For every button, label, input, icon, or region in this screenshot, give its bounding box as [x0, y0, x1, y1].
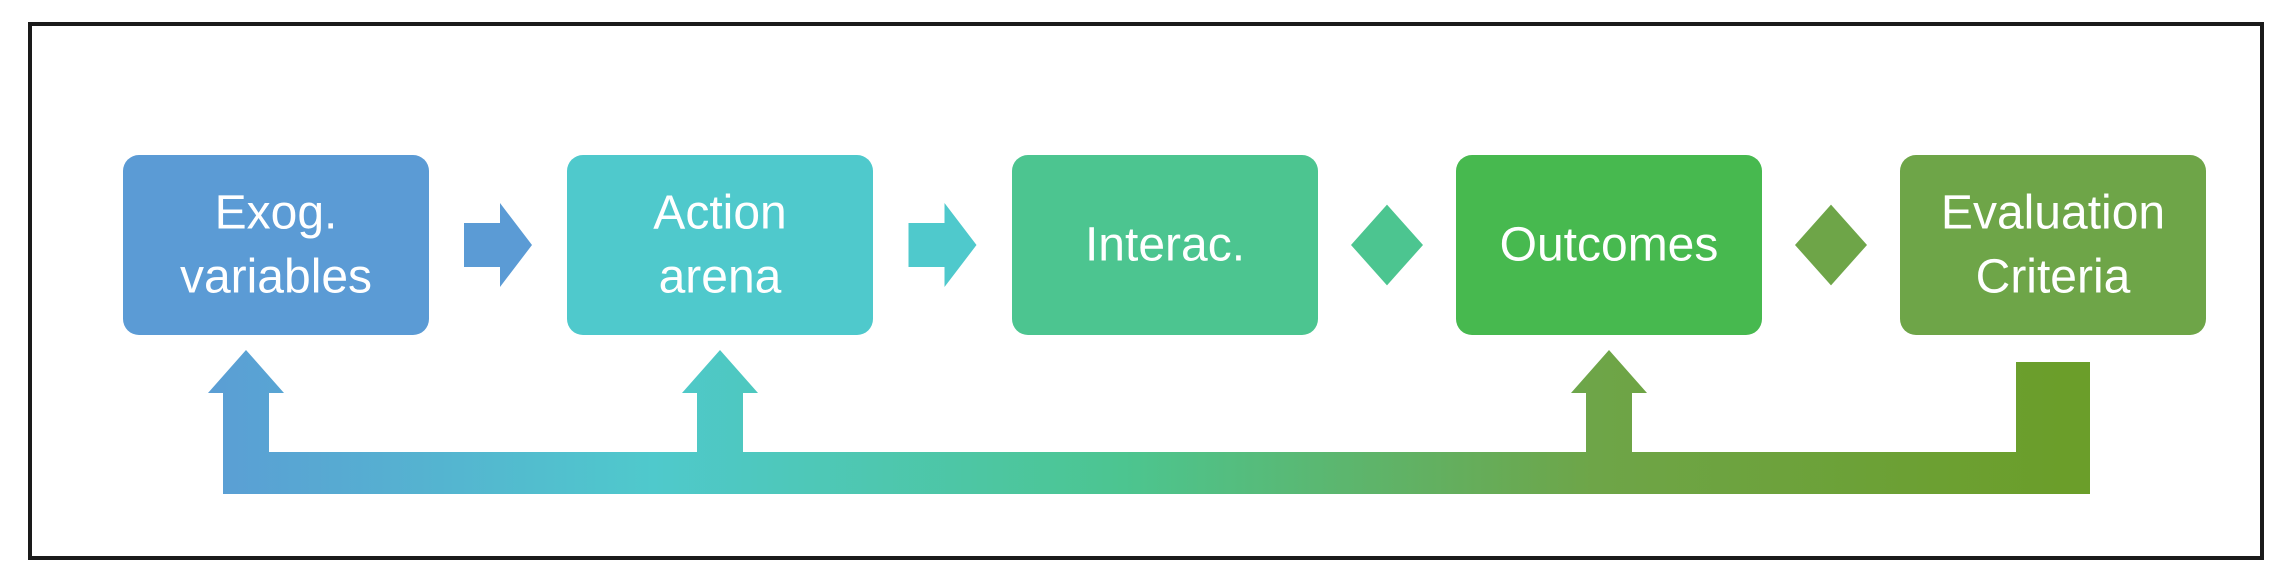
arrow-exog-to-action — [464, 203, 532, 287]
diamond-interac-to-outcomes — [1351, 204, 1423, 286]
diamond-outcomes-to-evaluation — [1795, 204, 1867, 286]
node-label-outcomes-line-1: Outcomes — [1500, 219, 1719, 272]
node-label-action-line-1: Action — [653, 187, 786, 240]
node-box-exog — [123, 155, 429, 335]
feedback-loop — [208, 350, 2090, 494]
node-label-exog-line-1: Exog. — [215, 187, 338, 240]
node-interac: Interac. — [1012, 155, 1318, 335]
node-label-interac-line-1: Interac. — [1085, 219, 1245, 272]
feedback-arrow-action — [682, 350, 758, 454]
node-box-interac — [1012, 155, 1318, 335]
feedback-arrow-exog — [208, 350, 284, 454]
feedback-arrow-outcomes — [1571, 350, 1647, 454]
node-label-evaluation-line-2: Criteria — [1976, 251, 2131, 304]
node-outcomes: Outcomes — [1456, 155, 1762, 335]
feedback-riser-evaluation — [2016, 362, 2090, 494]
node-box-evaluation — [1900, 155, 2206, 335]
feedback-bar — [223, 452, 2090, 494]
diagram-frame — [28, 22, 2264, 560]
arrow-action-to-interac — [908, 203, 977, 287]
node-label-action-line-2: arena — [659, 251, 782, 304]
node-box-action — [567, 155, 873, 335]
process-nodes: Exog. variables Action arena Interac. Outcome… — [123, 155, 2206, 335]
node-box-outcomes — [1456, 155, 1762, 335]
node-exog: Exog. variables — [123, 155, 429, 335]
node-action: Action arena — [567, 155, 873, 335]
node-label-evaluation-line-1: Evaluation — [1941, 187, 2165, 240]
node-label-exog-line-2: variables — [180, 251, 372, 304]
connectors — [464, 203, 1867, 287]
